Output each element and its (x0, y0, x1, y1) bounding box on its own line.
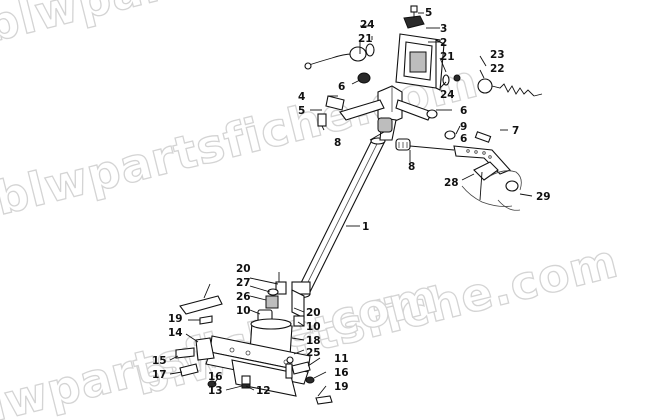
callout-10: 10 (236, 305, 251, 317)
callout-29: 29 (536, 191, 551, 203)
callout-25: 25 (306, 347, 321, 359)
lower-support-bracket (205, 318, 311, 397)
callout-15: 15 (152, 355, 167, 367)
left-bracket (317, 95, 345, 131)
callout-6: 6 (460, 105, 467, 117)
bushings (377, 109, 438, 151)
callout-4: 4 (298, 91, 305, 103)
callout-13: 13 (208, 385, 223, 397)
callout-21: 21 (358, 33, 373, 45)
callout-11: 11 (334, 353, 349, 365)
lower-bearing-stack (257, 272, 305, 327)
callout-19: 19 (168, 313, 183, 325)
callout-labels: 5 3 2 24 21 21 24 23 22 6 4 5 6 6 8 8 9 … (152, 7, 551, 397)
callout-22: 22 (490, 63, 505, 75)
callout-8: 8 (408, 161, 415, 173)
callout-18: 18 (306, 335, 321, 347)
callout-27: 27 (236, 277, 251, 289)
callout-17: 17 (152, 369, 167, 381)
callout-6: 6 (460, 133, 467, 145)
steering-shaft (291, 137, 386, 299)
callout-9: 9 (460, 121, 467, 133)
callout-14: 14 (168, 327, 183, 339)
spring-assembly (442, 74, 543, 97)
callout-28: 28 (444, 177, 459, 189)
callout-20: 20 (236, 263, 251, 275)
bottom-hardware (207, 361, 333, 405)
callout-26: 26 (236, 291, 251, 303)
callout-19: 19 (334, 381, 349, 393)
callout-2: 2 (440, 37, 447, 49)
callout-23: 23 (490, 49, 505, 61)
callout-1: 1 (362, 221, 369, 233)
left-cable-assembly (304, 43, 375, 84)
callout-3: 3 (440, 23, 447, 35)
callout-8: 8 (334, 137, 341, 149)
pitman-arm-assembly (409, 130, 522, 211)
callout-16: 16 (208, 371, 223, 383)
callout-16: 16 (334, 367, 349, 379)
callout-12: 12 (256, 385, 271, 397)
callout-7: 7 (512, 125, 519, 137)
callout-6: 6 (338, 81, 345, 93)
leader-lines (169, 12, 533, 397)
upper-block (339, 85, 433, 141)
callout-5: 5 (298, 105, 305, 117)
callout-24: 24 (440, 89, 455, 101)
callout-21: 21 (440, 51, 455, 63)
callout-5: 5 (425, 7, 432, 19)
handlebar-bracket (395, 5, 445, 91)
callout-20: 20 (306, 307, 321, 319)
callout-24: 24 (360, 19, 375, 31)
callout-10: 10 (306, 321, 321, 333)
left-plate-assembly (175, 283, 223, 377)
